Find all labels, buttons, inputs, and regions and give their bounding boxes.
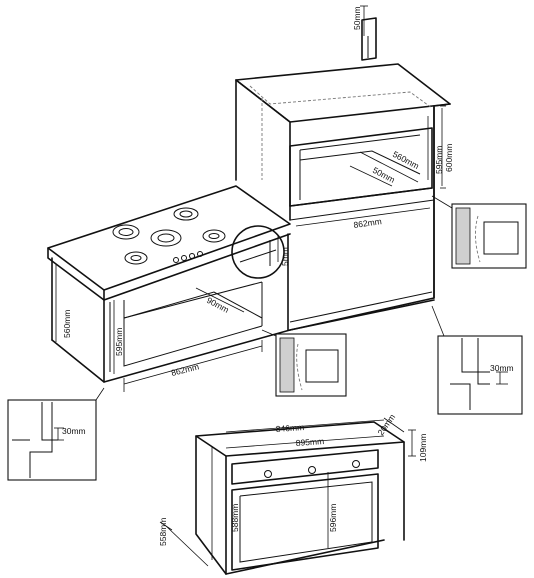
label-top-clearance: 50mm	[352, 6, 362, 30]
label-oven-inner-width: 846mm	[275, 422, 304, 434]
label-under-depth: 560mm	[62, 310, 72, 338]
base-unit-with-hob	[47, 185, 291, 383]
detail-inset-column	[431, 195, 527, 269]
label-under-width: 862mm	[170, 361, 200, 378]
label-column-width: 862mm	[353, 216, 382, 230]
detail-inset-left	[7, 387, 105, 481]
detail-inset-base	[261, 329, 347, 397]
label-under-height: 595mm	[114, 328, 124, 356]
label-oven-outer-height: 596mm	[328, 504, 338, 532]
detail-magnifier	[231, 225, 285, 279]
label-oven-depth: 558mm	[158, 518, 168, 546]
label-inset-left: 30mm	[62, 426, 86, 436]
label-hob-gap: 5mm	[280, 247, 290, 266]
label-under-vent: 90mm	[205, 295, 231, 315]
label-inset-right: 30mm	[490, 363, 514, 373]
hob-burners	[112, 207, 226, 265]
label-column-niche-height: 600mm	[444, 144, 454, 172]
column-dimensions	[295, 5, 446, 227]
label-column-oven-height: 595mm	[434, 146, 444, 174]
tall-column-unit	[235, 17, 451, 331]
label-oven-inner-height: 588mm	[230, 504, 240, 532]
built-in-oven	[159, 417, 416, 575]
label-oven-outer-width: 895mm	[295, 436, 324, 448]
label-oven-top-height: 109mm	[418, 434, 428, 462]
base-dimensions	[55, 236, 279, 392]
detail-inset-right	[431, 305, 523, 415]
